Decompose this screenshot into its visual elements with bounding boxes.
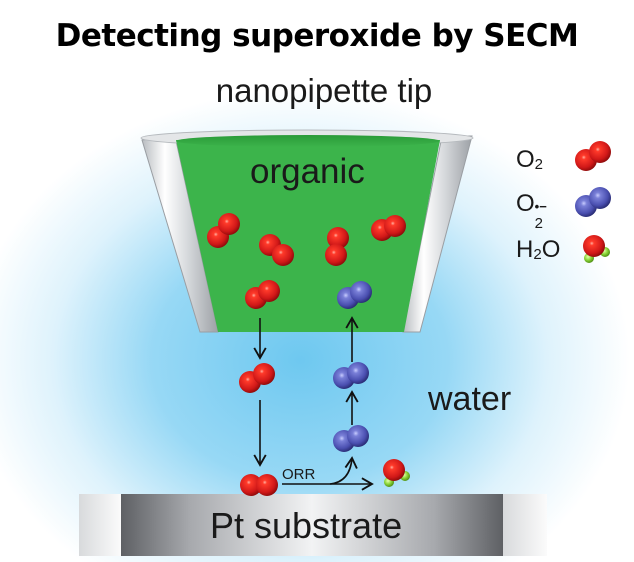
superoxide-molecule — [333, 362, 369, 389]
legend-water-glyph — [583, 235, 610, 263]
orr-label: ORR — [282, 466, 316, 483]
organic-phase — [176, 140, 440, 332]
legend-superoxide-subscript: 2 — [534, 215, 544, 232]
pt-substrate-label: Pt substrate — [210, 505, 403, 546]
arrow-orr-to-superoxide — [329, 456, 358, 485]
legend-water-symbol: H — [516, 236, 534, 263]
legend-item-water: H2O — [516, 236, 560, 264]
o2-molecule — [239, 363, 275, 393]
organic-phase-label: organic — [250, 152, 365, 191]
nanopipette-label: nanopipette tip — [215, 72, 433, 109]
legend-item-superoxide: O•−2 — [516, 190, 547, 232]
legend-o2-glyph — [575, 141, 611, 171]
o2-molecule — [371, 215, 406, 241]
water-molecule — [383, 459, 410, 487]
legend-superoxide-superscript: •− — [534, 199, 547, 214]
legend-item-o2: O2 — [516, 146, 543, 174]
molecules — [207, 141, 611, 496]
flow-arrows — [253, 316, 374, 491]
legend-water-suffix: O — [541, 236, 561, 263]
legend-o2-symbol: O — [516, 146, 535, 173]
superoxide-molecule — [337, 281, 372, 309]
legend-superoxide-symbol: O — [516, 190, 535, 217]
o2-molecule — [207, 213, 240, 248]
o2-molecule — [245, 280, 280, 309]
legend-superoxide-glyph — [575, 187, 611, 217]
superoxide-molecule — [333, 425, 369, 452]
pt-substrate — [79, 494, 547, 556]
diagram-title: Detecting superoxide by SECM — [55, 18, 579, 54]
o2-molecule — [259, 234, 294, 266]
o2-molecule — [240, 474, 278, 496]
water-phase-label: water — [428, 380, 512, 418]
nanopipette — [140, 129, 474, 333]
legend-o2-subscript: 2 — [534, 156, 544, 173]
o2-molecule — [325, 227, 349, 266]
legend-water-subscript: 2 — [533, 246, 542, 263]
